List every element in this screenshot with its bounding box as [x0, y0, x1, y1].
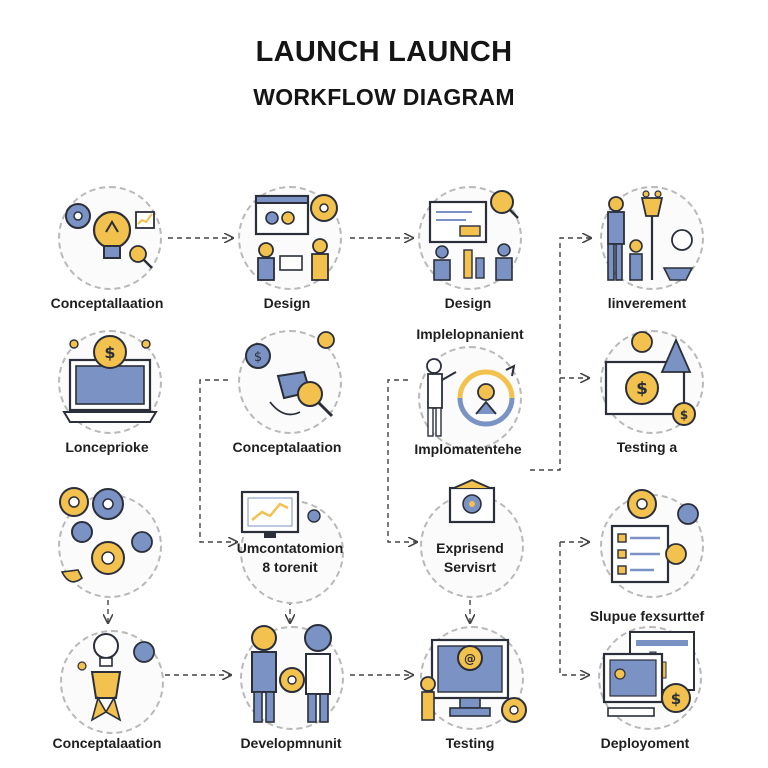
- label-r3c3-line2: Servisrt: [443, 559, 497, 575]
- diagram-title-line1: LAUNCH LAUNCH: [255, 36, 513, 68]
- label-r3c4: Slupue fexsurttef: [589, 608, 705, 624]
- strategy-board-icon: [420, 479, 524, 598]
- toplabel-r2c3: Implelopnanient: [416, 326, 524, 342]
- design-board-icon: [238, 186, 342, 290]
- svg-text:$: $: [636, 379, 648, 399]
- label-r2c4: Testing a: [616, 439, 678, 455]
- label-r2c3: Implomatentehe: [414, 441, 522, 457]
- checklist-gear-icon: [600, 489, 704, 598]
- label-r1c1: Conceptallaation: [50, 295, 164, 311]
- svg-text:$: $: [104, 343, 115, 362]
- developers-team-icon: [240, 624, 344, 730]
- label-r1c2: Design: [263, 295, 311, 311]
- deploy-dashboard-icon: $: [598, 626, 702, 730]
- monitor-dollar-icon: $ $: [600, 330, 704, 434]
- laptop-dollar-icon: $: [58, 330, 162, 434]
- testing-monitor-icon: @: [420, 626, 527, 730]
- label-r4c1: Conceptalaation: [52, 735, 162, 751]
- label-r3c2-line1: Umcontatomion: [236, 540, 344, 556]
- presenter-cycle-icon: [418, 346, 522, 450]
- chart-monitor-icon: [240, 490, 344, 604]
- idea-award-icon: [60, 630, 164, 734]
- arrow-r2c2-branch: [199, 379, 236, 542]
- label-r1c3: Design: [444, 295, 492, 311]
- label-r4c3: Testing: [445, 735, 495, 751]
- diagram-title-line2: WORKFLOW DIAGRAM: [253, 84, 515, 110]
- label-r3c3-line1: Exprisend: [436, 540, 504, 556]
- svg-text:$: $: [254, 350, 262, 365]
- lightbulb-gears-icon: [58, 186, 162, 290]
- label-r2c1: Lonceprioke: [65, 439, 149, 455]
- label-r4c4: Deployoment: [600, 735, 690, 751]
- gears-search-icon: $: [238, 330, 342, 434]
- svg-text:@: @: [464, 652, 476, 666]
- svg-text:$: $: [680, 408, 688, 422]
- label-r4c2: Developmnunit: [240, 735, 342, 751]
- label-r3c2-line2: 8 torenit: [262, 559, 318, 575]
- team-lamp-icon: [600, 186, 704, 290]
- label-r1c4: linverement: [607, 295, 687, 311]
- label-r2c2: Conceptalaation: [232, 439, 342, 455]
- arrow-r1c3-r1c4: [530, 238, 590, 471]
- arrow-r2c3-branch: [387, 379, 416, 542]
- presentation-search-icon: [418, 186, 522, 290]
- svg-text:$: $: [671, 690, 681, 708]
- gears-cluster-icon: [58, 487, 162, 598]
